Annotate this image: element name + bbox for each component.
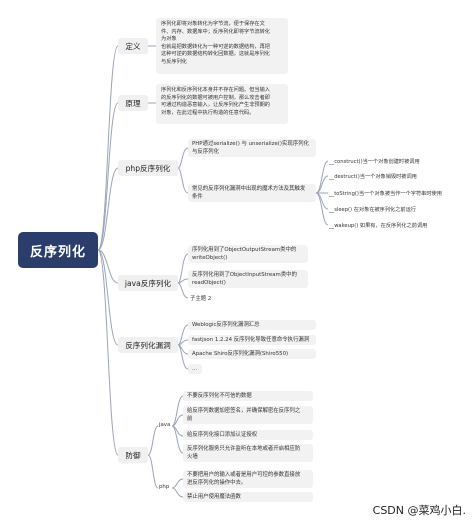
leaf-line: 不要把用户的输入或者是用户可控的参数直接放 [187,472,301,478]
principle-note: 序列化和反序列化本身并不存在问题。但当输入 的反序列化的数据可被用户控制，那么攻… [156,84,288,124]
php-leaf-magic-methods: 常见的反序列化漏洞中出现的魔术方法及其触发 条件 [188,184,316,202]
defense-php-label: php [159,484,170,490]
vuln-item: Weblogic反序列化漏洞汇总 [188,320,316,330]
defense-java-label: java [159,422,171,428]
leaf-line: 火墙 [187,453,198,460]
java-subtopic-2: 子主题 2 [190,296,212,302]
vuln-item: ... [188,364,202,374]
root-node[interactable]: 反序列化 [18,232,98,268]
defense-java-item: 不要反序列化不可信的数据 [183,391,313,401]
leaf-line: 禁止用户使用魔法函数 [187,494,241,500]
vuln-item: fastjson 1.2.24 反序列化导致任意命令执行漏洞 [188,335,316,345]
definition-note: 序列化即将对象转化为字节流，便于保存在文 件、内存、数据库中；反序列化即将字节流… [156,18,288,74]
defense-java-item: 给反序列化接口添加认证授权 [183,430,313,440]
vuln-item: Apache Shiro反序列化漏洞(Shiro550) [188,349,316,359]
leaf-line: PHP通过serialize() 与 unserialize()实现序列化 [192,141,309,147]
topic-php-deserialization[interactable]: php反序列化 [118,160,178,176]
magic-destruct: __destruct()当一个对象销毁时被调用 [329,174,417,180]
leaf-line: 前 [187,415,193,422]
leaf-line: readObject() [192,279,226,286]
defense-php-item: 不要把用户的输入或者是用户可控的参数直接放 进反序列化的操作中去。 [183,470,313,488]
magic-construct: __construct()当一个对象创建时被调用 [329,159,420,165]
leaf-line: 常见的反序列化漏洞中出现的魔术方法及其触发 [192,186,306,192]
topic-defense[interactable]: 防御 [118,447,148,463]
magic-tostring: __toString()当一个对象被当作一个字符串时使用 [329,191,442,197]
leaf-line: 与反序列化 [192,148,219,155]
leaf-line: 进反序列化的操作中去。 [187,479,247,486]
note-line: 对象，在此过程中执行构造的任意代码。 [161,109,255,116]
note-line: 为对象 [161,36,177,43]
defense-php-item: 禁止用户使用魔法函数 [183,492,313,502]
leaf-line: 反序列化用到了ObjectInputStream类中的 [192,272,297,278]
leaf-line: 反序列化服务只允许监听在本地或者开启相应防 [187,446,301,452]
java-leaf-readobject: 反序列化用到了ObjectInputStream类中的 readObject() [188,270,308,288]
note-line: 序列化即将对象转化为字节流，便于保存在文 [161,21,265,27]
magic-wakeup: __wakeup() 如果有，在反序列化之前调用 [329,223,428,229]
topic-definition[interactable]: 定义 [118,38,148,54]
note-line: 可通过构造恶意输入，让反序列化产生非预期的 [161,102,270,109]
topic-java-deserialization[interactable]: java反序列化 [118,275,178,291]
topic-principle[interactable]: 原理 [118,95,148,111]
defense-java-item: 反序列化服务只允许监听在本地或者开启相应防 火墙 [183,444,313,462]
csdn-watermark: CSDN @菜鸡小白. [372,504,466,517]
note-line: 这种可逆的数据结构转化回数据，这就是序列化 [161,51,270,58]
note-line: 与反序列化 [161,58,187,65]
note-line: 序列化和反序列化本身并不存在问题。但当输入 [161,87,270,93]
magic-sleep: __sleep() 在对象在被序列化之前运行 [329,207,416,213]
leaf-line: 不要反序列化不可信的数据 [187,393,252,399]
php-leaf-serialize: PHP通过serialize() 与 unserialize()实现序列化 与反… [188,139,316,157]
note-line: 件、内存、数据库中；反序列化即将字节流转化 [161,28,270,35]
defense-java-item: 给反序列数据加密签名，并确保解密在反序列之 前 [183,406,313,424]
leaf-line: writeObject() [192,254,228,261]
topic-deserialization-vulns[interactable]: 反序列化漏洞 [118,337,178,353]
leaf-line: 序列化用到了ObjectOutputStream类中的 [192,247,297,253]
leaf-line: 条件 [192,193,203,200]
note-line: 的反序列化的数据可被用户控制，那么攻击者即 [161,94,270,101]
leaf-line: 给反序列化接口添加认证授权 [187,432,258,438]
note-line: 也就是把数据转化为一种可逆的数据结构，再把 [161,43,270,50]
leaf-line: 给反序列数据加密签名，并确保解密在反序列之 [187,408,301,414]
java-leaf-writeobject: 序列化用到了ObjectOutputStream类中的 writeObject(… [188,245,308,263]
